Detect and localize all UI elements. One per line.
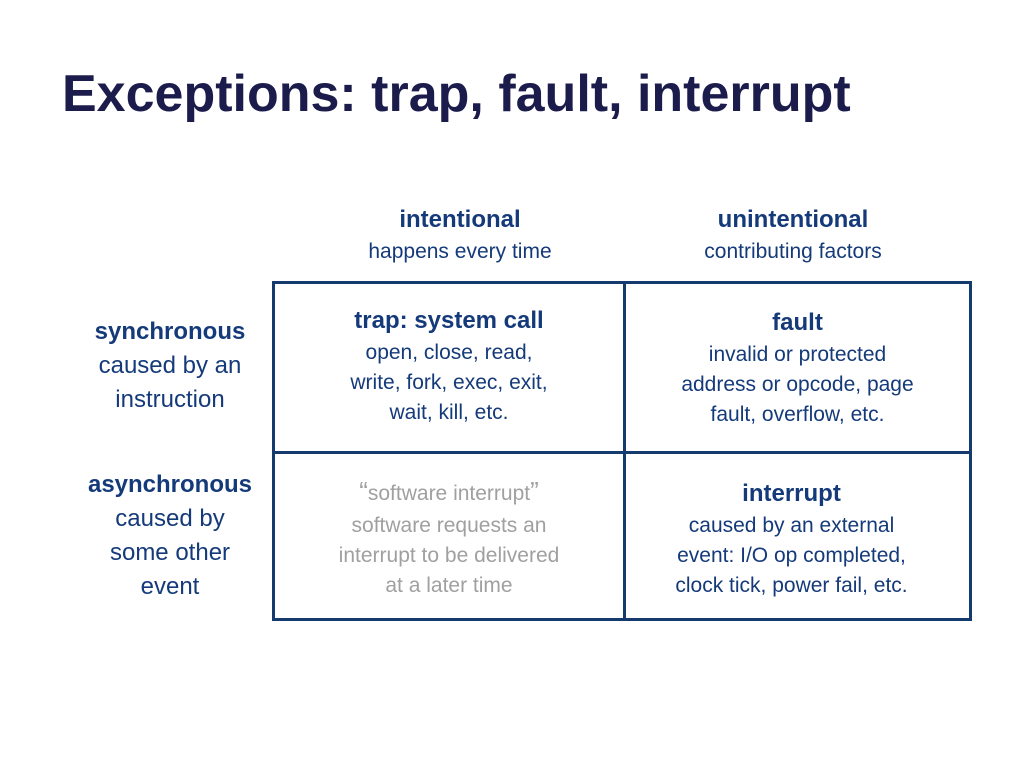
cell-fault: fault invalid or protected address or op… (626, 306, 969, 430)
column-heading-label: unintentional (717, 206, 869, 233)
column-heading-label: intentional (399, 206, 521, 233)
row-heading-label: synchronous (94, 318, 246, 345)
cell-line: software requests an (351, 514, 547, 537)
column-subheading-label: contributing factors (704, 240, 882, 263)
cell-line: at a later time (385, 574, 513, 597)
cell-line: interrupt to be delivered (338, 544, 560, 567)
row-description-line: instruction (115, 386, 225, 413)
cell-heading: trap: system call (354, 307, 544, 334)
row-description-line: some other (109, 539, 231, 566)
slide-title: Exceptions: trap, fault, interrupt (62, 65, 851, 123)
row-heading-synchronous: synchronous caused by an instruction (60, 315, 280, 417)
row-description-line: caused by an (98, 352, 242, 379)
cell-line: wait, kill, etc. (389, 401, 509, 424)
cell-line: clock tick, power fail, etc. (675, 574, 908, 597)
cell-line: event: I/O op completed, (677, 544, 906, 567)
exception-matrix: trap: system call open, close, read, wri… (272, 281, 972, 621)
cell-line: open, close, read, (365, 341, 533, 364)
cell-interrupt: interrupt caused by an external event: I… (626, 477, 957, 601)
cell-heading: “software interrupt” (275, 474, 623, 511)
cell-heading-text: software interrupt (367, 482, 531, 505)
cell-heading: interrupt (742, 480, 841, 507)
cell-line: fault, overflow, etc. (710, 403, 885, 426)
column-subheading-label: happens every time (368, 240, 552, 263)
row-heading-asynchronous: asynchronous caused by some other event (60, 468, 280, 604)
column-heading-unintentional: unintentional contributing factors (623, 204, 963, 268)
cell-heading: fault (772, 309, 823, 336)
row-description-line: event (140, 573, 200, 600)
grid-divider-horizontal (275, 451, 969, 454)
cell-software-interrupt: “software interrupt” software requests a… (275, 474, 623, 601)
cell-line: caused by an external (688, 514, 895, 537)
row-heading-label: asynchronous (87, 471, 253, 498)
cell-line: write, fork, exec, exit, (350, 371, 548, 394)
cell-line: address or opcode, page (681, 373, 914, 396)
close-quote: ” (530, 476, 539, 506)
cell-line: invalid or protected (708, 343, 887, 366)
row-description-line: caused by (115, 505, 225, 532)
cell-trap: trap: system call open, close, read, wri… (275, 304, 623, 428)
open-quote: “ (359, 476, 368, 506)
column-heading-intentional: intentional happens every time (290, 204, 630, 268)
